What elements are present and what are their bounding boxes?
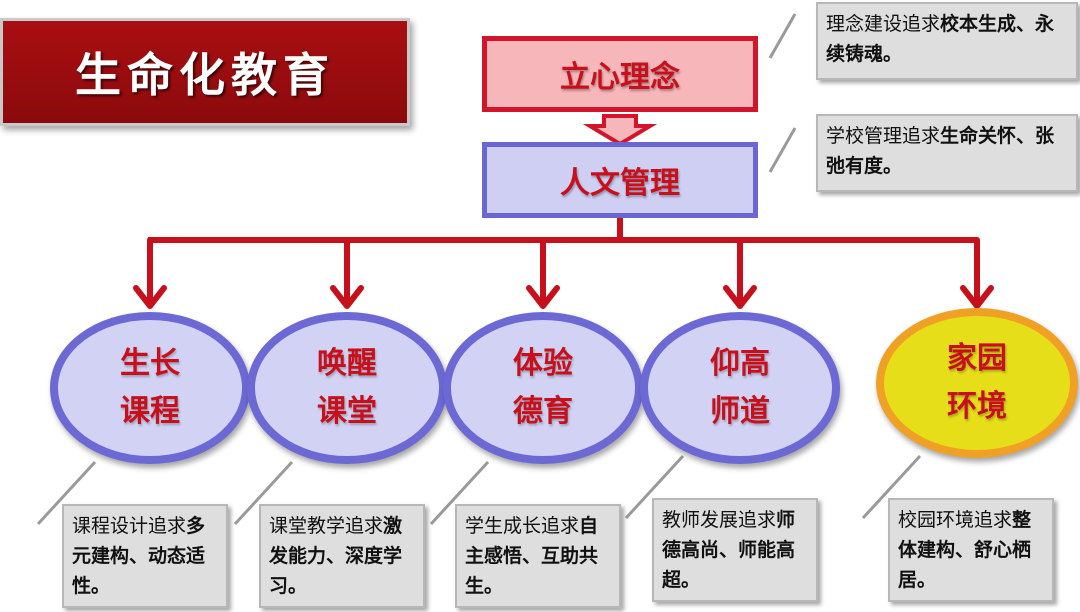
node-line1: 家园 — [947, 341, 1007, 376]
node-line1: 体验 — [513, 346, 573, 381]
note-plain: 学生成长追求 — [465, 515, 580, 537]
arrow-down-icon — [960, 237, 994, 309]
note-bold: 多元建构、动态适性。 — [72, 515, 206, 597]
student-note: 学生成长追求自主感悟、互助共生。 — [455, 504, 621, 608]
title-banner: 生命化教育 — [0, 18, 410, 126]
note-plain: 课堂教学追求 — [269, 515, 384, 537]
note-pointer-line — [768, 13, 797, 59]
note-plain: 学校管理追求 — [826, 125, 941, 147]
philosophy-box: 立心理念 — [482, 36, 758, 112]
down-arrow-icon — [582, 114, 658, 147]
note-bold: 生命关怀、张弛有度。 — [826, 125, 1055, 177]
philosophy-label: 立心理念 — [560, 60, 680, 95]
arrow-down-icon — [526, 237, 560, 309]
note-plain: 理念建设追求 — [826, 13, 941, 35]
arrow-down-icon — [133, 237, 167, 309]
classroom-note: 课堂教学追求激发能力、深度学习。 — [259, 504, 425, 608]
arrow-down-icon — [330, 237, 364, 309]
note-plain: 课程设计追求 — [72, 515, 187, 537]
note-pointer-line — [429, 460, 490, 526]
teacher-note: 教师发展追求师德高尚、师能高超。 — [652, 498, 818, 602]
arrow-down-icon — [723, 237, 757, 309]
node-line1: 仰高 — [710, 346, 770, 381]
node-line2: 环境 — [947, 389, 1007, 424]
node-environment: 家园 环境 — [876, 308, 1078, 458]
note-bold: 师德高尚、师能高超。 — [662, 509, 796, 591]
curriculum-note: 课程设计追求多元建构、动态适性。 — [62, 504, 228, 608]
note-pointer-line — [36, 460, 97, 526]
node-teacher: 仰高 师道 — [640, 312, 840, 464]
page-title: 生命化教育 — [75, 48, 335, 102]
note-bold: 自主感悟、互助共生。 — [465, 515, 599, 597]
node-line2: 师道 — [710, 394, 770, 429]
node-moral-education: 体验 德育 — [443, 312, 643, 464]
node-line2: 课堂 — [317, 394, 377, 429]
management-label: 人文管理 — [560, 166, 680, 201]
management-box: 人文管理 — [482, 142, 758, 218]
note-bold: 激发能力、深度学习。 — [269, 515, 403, 597]
node-line2: 德育 — [513, 394, 573, 429]
note-pointer-line — [768, 127, 797, 173]
management-note: 学校管理追求生命关怀、张弛有度。 — [816, 114, 1078, 192]
node-line2: 课程 — [120, 394, 180, 429]
note-plain: 校园环境追求 — [898, 509, 1013, 531]
node-classroom: 唤醒 课堂 — [247, 312, 447, 464]
note-bold: 校本生成、永续铸魂。 — [826, 13, 1055, 65]
node-curriculum: 生长 课程 — [50, 312, 250, 464]
note-pointer-line — [233, 460, 294, 526]
drop-arrows — [133, 237, 994, 309]
note-pointer-line — [861, 454, 922, 520]
note-plain: 教师发展追求 — [662, 509, 777, 531]
note-pointer-line — [624, 454, 685, 520]
note-bold: 整体建构、舒心栖居。 — [898, 509, 1032, 591]
node-line1: 唤醒 — [317, 346, 377, 381]
node-line1: 生长 — [120, 346, 180, 381]
environment-note: 校园环境追求整体建构、舒心栖居。 — [888, 498, 1054, 602]
philosophy-note: 理念建设追求校本生成、永续铸魂。 — [816, 2, 1078, 80]
